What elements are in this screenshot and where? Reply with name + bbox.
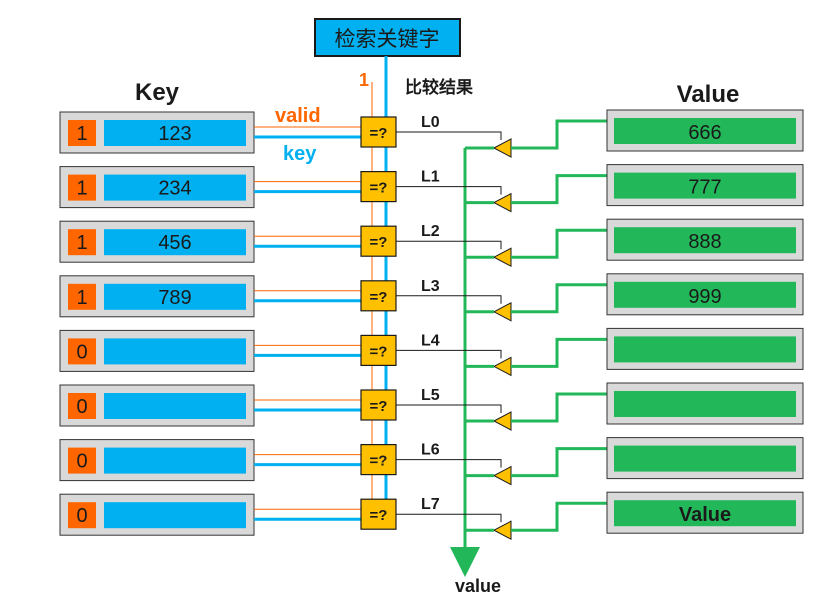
value-cell-text: 777 <box>688 177 721 199</box>
value-cell-text: 666 <box>688 122 721 144</box>
compare-results-label: 比较结果 <box>405 77 473 98</box>
match-line-label: L0 <box>421 114 440 131</box>
comparator-label: =? <box>370 453 388 470</box>
match-line-label: L1 <box>421 169 440 186</box>
tristate-gate <box>492 356 512 377</box>
value-wire <box>511 174 607 205</box>
tristate-gate <box>492 138 512 158</box>
valid-bit-cell <box>68 338 96 365</box>
match-line-label: L2 <box>421 223 440 240</box>
key-cell <box>104 283 246 310</box>
match-wire <box>396 186 502 195</box>
key-cell <box>104 174 246 201</box>
valid-bit-text: 1 <box>76 178 87 200</box>
key-cell-text: 456 <box>158 232 191 254</box>
search-key-box <box>314 18 461 57</box>
match-line-label: L4 <box>421 332 440 349</box>
valid-bit-cell <box>68 502 96 529</box>
value-wire <box>511 283 607 314</box>
comparator-label: =? <box>370 398 388 415</box>
value-cell <box>614 500 796 527</box>
match-line-label: L5 <box>421 387 440 404</box>
value-cell <box>614 445 796 472</box>
match-wire <box>396 459 502 468</box>
key-cell <box>104 393 246 419</box>
valid-bit-text: 1 <box>76 287 87 309</box>
comparator-label: =? <box>370 343 388 360</box>
value-cell <box>614 336 796 363</box>
tristate-gate <box>492 192 512 213</box>
valid-bit-cell <box>68 447 96 474</box>
match-wire <box>396 404 502 413</box>
key-cell <box>104 229 246 256</box>
comparator-label: =? <box>370 125 388 142</box>
value-output-label: value <box>455 576 501 596</box>
match-wire <box>396 513 502 523</box>
value-wire <box>511 447 607 478</box>
value-wire <box>511 501 607 532</box>
valid-bit-cell <box>68 120 96 146</box>
key-cell <box>104 120 246 146</box>
match-wire <box>396 295 502 304</box>
valid-bit-cell <box>68 174 96 201</box>
value-cell <box>614 118 796 144</box>
key-header: Key <box>135 79 180 106</box>
tristate-gate <box>492 465 512 486</box>
valid-bit-text: 0 <box>76 505 87 527</box>
value-wire <box>511 392 607 423</box>
tristate-gate <box>492 520 512 541</box>
valid-label: valid <box>275 105 321 127</box>
value-cell <box>614 172 796 199</box>
valid-bit-text: 0 <box>76 396 87 418</box>
comparator-box <box>360 498 397 530</box>
key-cell <box>104 502 246 529</box>
tristate-gate <box>492 247 512 268</box>
key-cell <box>104 338 246 365</box>
value-header: Value <box>677 81 740 108</box>
valid-bit-cell <box>68 229 96 256</box>
valid-bit-cell <box>68 393 96 419</box>
match-line-label: L3 <box>421 278 440 295</box>
value-cell <box>614 281 796 308</box>
one-marker: 1 <box>359 70 369 90</box>
key-cell-text: 234 <box>158 178 191 200</box>
comparator-label: =? <box>370 180 388 197</box>
value-cell-text: 999 <box>688 286 721 308</box>
value-cell <box>614 227 796 254</box>
value-cell-text: Value <box>679 504 731 526</box>
tristate-gate <box>492 411 512 431</box>
key-label: key <box>283 143 317 165</box>
key-cell-text: 123 <box>158 123 191 145</box>
value-wire <box>511 119 607 150</box>
value-wire <box>511 337 607 368</box>
comparator-label: =? <box>370 234 388 251</box>
comparator-box <box>360 171 397 203</box>
value-wire <box>511 228 607 259</box>
match-wire <box>396 349 502 359</box>
match-line-label: L7 <box>421 496 440 513</box>
value-cell <box>614 391 796 417</box>
valid-bit-text: 1 <box>76 232 87 254</box>
match-line-label: L6 <box>421 442 440 459</box>
key-cell <box>104 447 246 474</box>
value-cell-text: 888 <box>688 231 721 253</box>
valid-bit-text: 1 <box>76 123 87 145</box>
tristate-gate <box>492 301 512 322</box>
comparator-box <box>360 334 397 366</box>
valid-bit-text: 0 <box>76 451 87 473</box>
match-wire <box>396 131 502 140</box>
valid-bit-text: 0 <box>76 341 87 363</box>
key-cell-text: 789 <box>158 287 191 309</box>
search-key-label: 检索关键字 <box>335 27 440 51</box>
valid-bit-cell <box>68 283 96 310</box>
comparator-label: =? <box>370 507 388 524</box>
comparator-label: =? <box>370 289 388 306</box>
match-wire <box>396 240 502 250</box>
